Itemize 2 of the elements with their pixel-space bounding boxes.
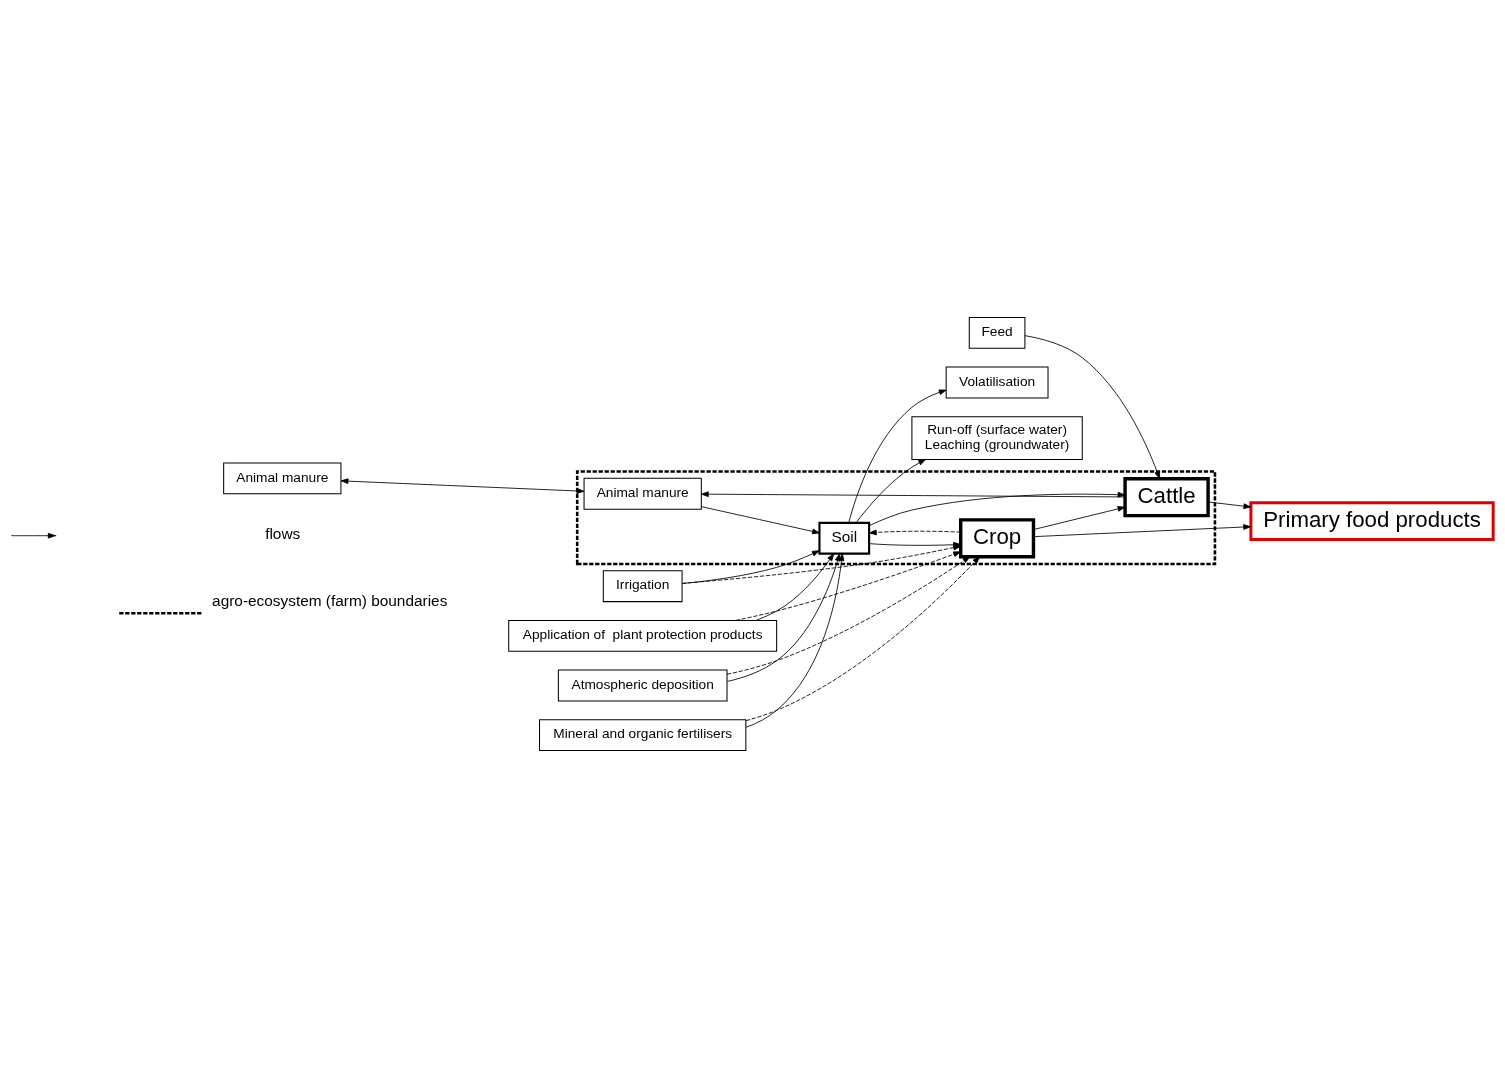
legend-label: flows	[265, 525, 301, 543]
legend-label: agro-ecosystem (farm) boundaries	[212, 592, 448, 610]
